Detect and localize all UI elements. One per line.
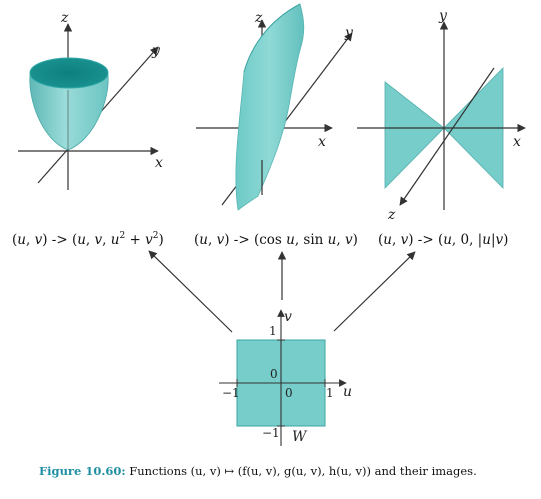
axis-label-y: y	[438, 8, 448, 24]
paraboloid-rim	[29, 57, 109, 89]
origin-label-lower: 0	[285, 386, 293, 400]
arrow-to-bowtie	[333, 251, 416, 332]
axis-label-z: z	[254, 10, 263, 26]
axis-label-z: z	[387, 207, 396, 223]
origin-label-upper: 0	[270, 367, 278, 381]
axis-label-v: v	[284, 309, 292, 325]
axis-label-u: u	[343, 384, 352, 400]
domain-panel: v u 1 −1 −1 1 0 0 W	[219, 309, 352, 446]
axis-label-x: x	[155, 155, 163, 171]
figure-caption: Figure 10.60: Functions (u, v) ↦ (f(u, v…	[39, 464, 477, 478]
axis-label-z: z	[60, 10, 69, 26]
arrow-to-paraboloid	[148, 250, 233, 333]
tick-label-v-top: 1	[269, 324, 277, 338]
mapping-cylinder: (u, v) -> (cos u, sin u, v)	[194, 232, 358, 248]
caption-text: Functions (u, v) ↦ (f(u, v), g(u, v), h(…	[126, 464, 477, 478]
cylinder-surface	[235, 3, 305, 211]
axis-label-y: y	[151, 43, 161, 59]
bowtie-panel: y x z	[357, 8, 526, 223]
region-label-w: W	[292, 429, 308, 445]
tick-label-u-left: −1	[222, 386, 240, 400]
paraboloid-panel: z y x	[18, 10, 163, 190]
axis-label-x: x	[318, 134, 326, 150]
axis-label-x: x	[513, 134, 521, 150]
bowtie-left-triangle	[384, 81, 445, 189]
axis-label-y: y	[344, 25, 354, 41]
tick-label-u-right: 1	[326, 386, 334, 400]
cylinder-edge	[243, 3, 301, 73]
mapping-bowtie: (u, v) -> (u, 0, |u|v)	[378, 232, 508, 248]
cylinder-panel: z y x	[196, 3, 354, 211]
mapping-paraboloid: (u, v) -> (u, v, u2 + v2)	[12, 231, 164, 248]
caption-label: Figure 10.60:	[39, 464, 126, 478]
z-axis	[399, 67, 495, 206]
tick-label-v-bottom: −1	[262, 426, 280, 440]
